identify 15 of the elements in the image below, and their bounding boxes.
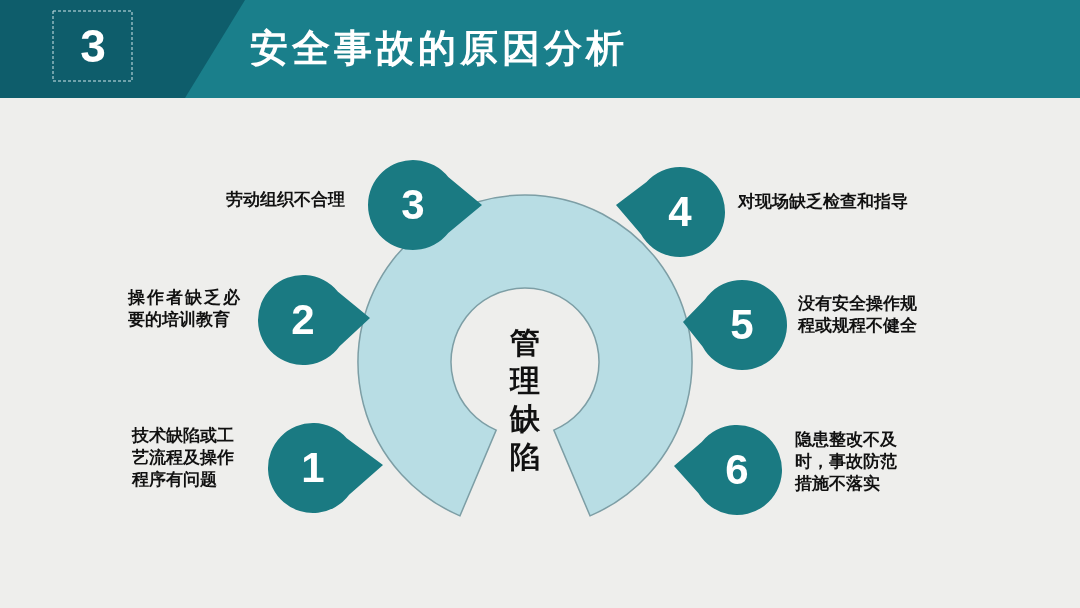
- cause-text: 劳动组织不合理: [225, 188, 345, 210]
- callout-number: 2: [290, 299, 316, 341]
- cause-text: 对现场缺乏检查和指导: [738, 190, 909, 212]
- callout-number: 5: [729, 304, 755, 346]
- callout-number: 1: [300, 447, 326, 489]
- cause-text: 隐患整改不及时，事故防范措施不落实: [795, 428, 898, 494]
- center-label: 管理缺陷: [508, 324, 553, 476]
- cause-text: 技术缺陷或工艺流程及操作程序有问题: [132, 424, 235, 490]
- cause-text: 没有安全操作规程或规程不健全: [798, 292, 918, 336]
- callout-number: 6: [724, 449, 750, 491]
- callout-number: 3: [400, 184, 426, 226]
- callout-number: 4: [667, 191, 693, 233]
- section-number: 3: [79, 19, 107, 73]
- slide-title: 安全事故的原因分析: [250, 25, 628, 72]
- cause-text: 操作者缺乏必要的培训教育: [128, 286, 240, 330]
